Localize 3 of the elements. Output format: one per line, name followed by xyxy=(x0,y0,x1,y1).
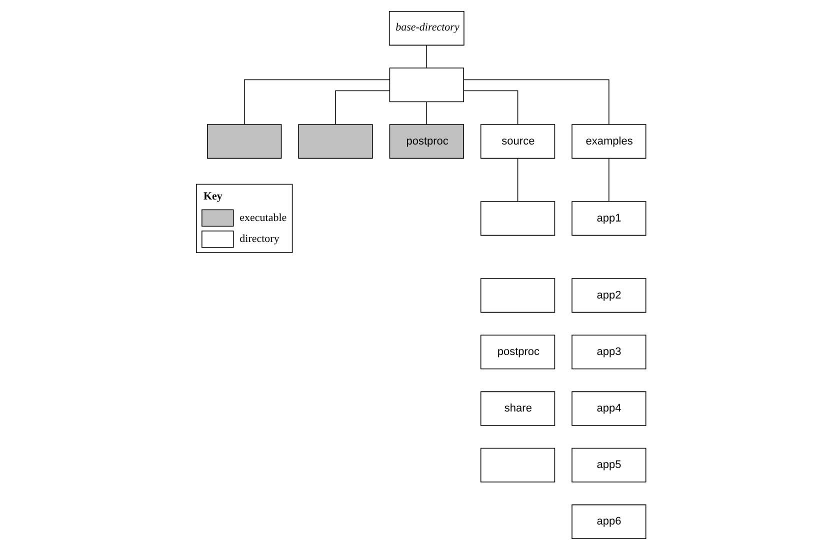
legend-label: directory xyxy=(239,233,279,246)
label: Key xyxy=(203,190,222,203)
legend-label: executable xyxy=(239,212,286,224)
